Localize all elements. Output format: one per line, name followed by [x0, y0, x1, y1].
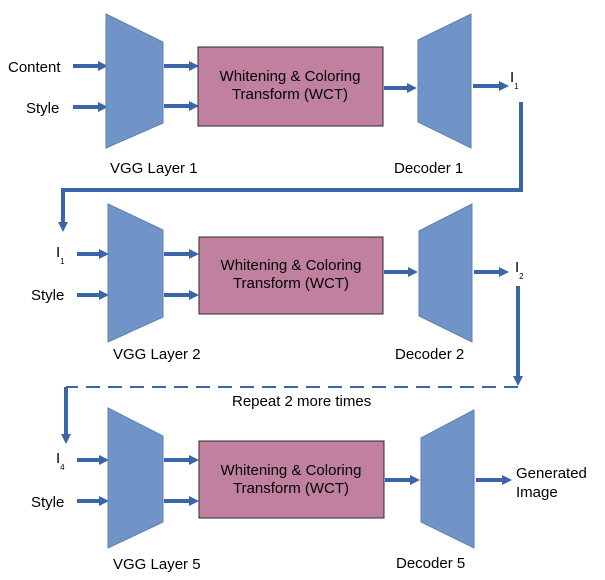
wct-2-line1: Whitening & Coloring — [221, 257, 362, 274]
wct-1-line2: Transform (WCT) — [232, 86, 348, 103]
vgg-layer-1-label: VGG Layer 1 — [110, 160, 198, 177]
generated-image-label-line2: Image — [516, 484, 558, 501]
vgg-encoder-2 — [107, 203, 164, 343]
decoder-1 — [417, 13, 472, 149]
wct-box-1 — [197, 46, 384, 127]
wct-2-line2: Transform (WCT) — [233, 275, 349, 292]
style-input-label-1: Style — [26, 100, 59, 117]
decoder-2-label: Decoder 2 — [395, 346, 464, 363]
style-input-label-3: Style — [31, 494, 64, 511]
generated-image-label-line1: Generated — [516, 465, 587, 482]
stage1-to-stage2-connector — [58, 102, 523, 232]
repeat-label: Repeat 2 more times — [232, 393, 371, 410]
decoder-5-label: Decoder 5 — [396, 555, 465, 572]
style-input-label-2: Style — [31, 287, 64, 304]
input-i4-label: I4 — [56, 450, 65, 472]
vgg-encoder-5 — [107, 407, 164, 549]
output-i2: I2 — [515, 259, 524, 281]
vgg-layer-2-label: VGG Layer 2 — [113, 346, 201, 363]
wct-5-line1: Whitening & Coloring — [221, 462, 362, 479]
input-i1-label: I1 — [56, 244, 65, 266]
decoder-5 — [420, 409, 475, 549]
wct-box-5 — [198, 440, 385, 519]
wct-1-line1: Whitening & Coloring — [220, 68, 361, 85]
wct-5-line2: Transform (WCT) — [233, 480, 349, 497]
decoder-2 — [418, 203, 473, 343]
content-input-label: Content — [8, 59, 61, 76]
wct-box-2 — [198, 236, 384, 315]
output-i1: I1 — [510, 69, 519, 91]
vgg-encoder-1 — [105, 13, 164, 149]
vgg-layer-5-label: VGG Layer 5 — [113, 556, 201, 573]
decoder-1-label: Decoder 1 — [394, 160, 463, 177]
